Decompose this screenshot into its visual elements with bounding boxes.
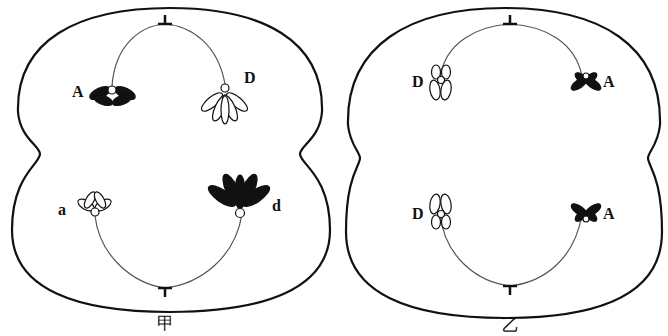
chromosome xyxy=(76,190,113,216)
chromosome xyxy=(569,71,602,93)
cell-caption: 乙 xyxy=(502,317,519,334)
pole xyxy=(503,286,517,295)
chromosome xyxy=(199,84,250,124)
spindle xyxy=(440,214,582,286)
chromosome xyxy=(569,202,602,224)
gene-label: A xyxy=(72,84,84,100)
pole xyxy=(158,15,172,24)
gene-label: d xyxy=(272,198,281,214)
pole xyxy=(503,15,517,24)
gene-label: a xyxy=(58,202,66,218)
gene-label: D xyxy=(412,206,424,222)
cell-outline xyxy=(12,8,330,312)
chromosome xyxy=(88,84,137,108)
gene-label: D xyxy=(244,70,256,86)
cell-caption: 甲 xyxy=(157,315,174,332)
spindle xyxy=(95,214,242,288)
gene-label: A xyxy=(603,206,615,222)
spindle xyxy=(112,24,225,86)
cell-outline xyxy=(346,8,662,318)
pole xyxy=(158,288,172,297)
gene-label: A xyxy=(603,74,615,90)
chromosome xyxy=(428,65,452,101)
spindle xyxy=(440,24,582,78)
gene-label: D xyxy=(412,74,424,90)
chromosome xyxy=(428,193,452,229)
chromosome xyxy=(205,172,272,217)
